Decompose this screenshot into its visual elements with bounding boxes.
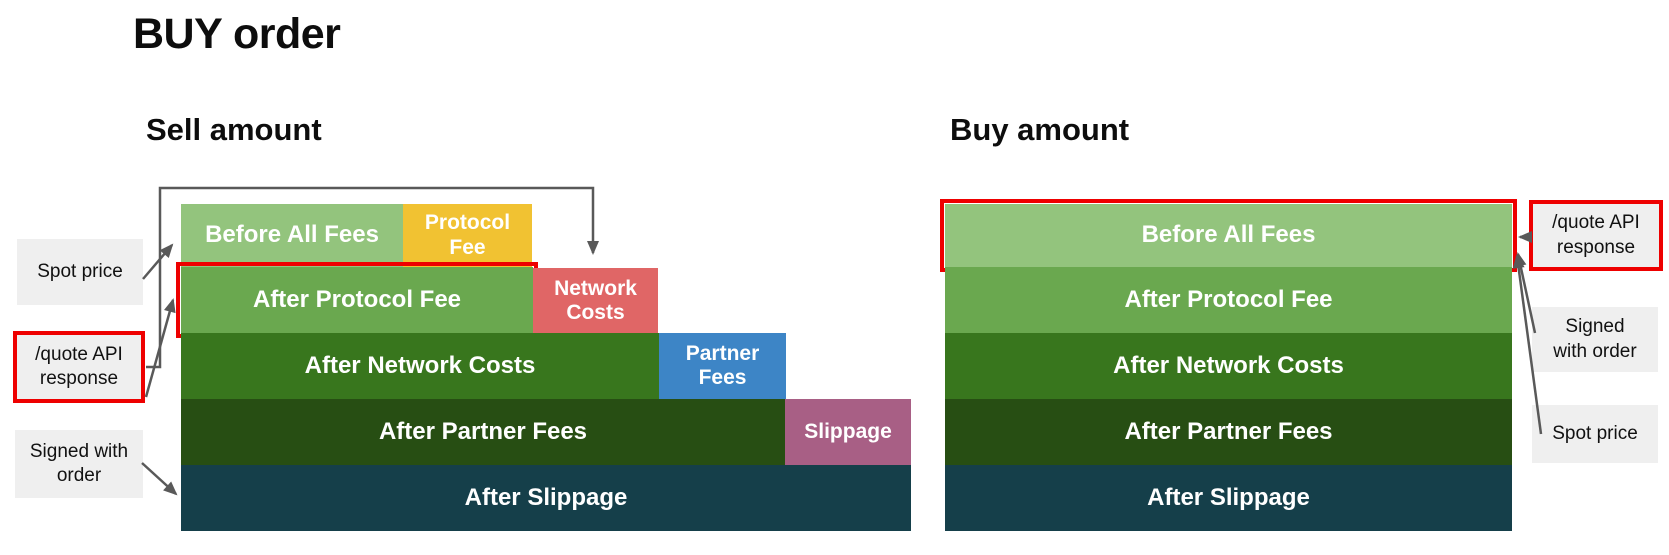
right-bar-after-slippage: After Slippage [945,465,1512,531]
left-bar-after-protocol-fee-label: After Protocol Fee [252,285,462,313]
left-bar-before-all-fees: Before All Fees [181,204,403,267]
left-bar-after-partner-fees: After Partner Fees [181,399,785,465]
right-note-spot-price: Spot price [1532,405,1658,463]
left-note-spot-price: Spot price [17,239,143,305]
left-fee-protocol-fee-label: Protocol Fee [424,211,511,259]
left-bar-after-partner-fees-label: After Partner Fees [378,417,588,445]
right-bar-after-network-costs-label: After Network Costs [1113,351,1344,379]
arrow-left-signed-with-order [141,462,178,496]
right-note-signed-with-order: Signed with order [1532,307,1658,372]
right-bar-after-slippage-label: After Slippage [1147,483,1310,511]
sell-amount-title: Sell amount [146,112,322,147]
page-title: BUY order [133,10,341,58]
arrow-left-spot-price [142,243,174,280]
left-bar-after-slippage-label: After Slippage [464,483,628,511]
left-fee-partner-fees: Partner Fees [659,333,786,399]
left-bar-after-network-costs-label: After Network Costs [304,351,536,379]
left-note-quote-api-response-label: /quote API response [35,343,123,389]
left-fee-partner-fees-label: Partner Fees [685,341,760,389]
left-fee-slippage: Slippage [785,399,911,465]
right-bar-after-protocol-fee-label: After Protocol Fee [1124,285,1333,313]
left-bar-after-slippage: After Slippage [181,465,911,531]
right-bar-after-network-costs: After Network Costs [945,333,1512,399]
arrow-left-quote-to-after-protocol-fee [144,298,176,398]
left-note-signed-with-order: Signed with order [15,430,143,498]
right-bar-after-partner-fees: After Partner Fees [945,399,1512,465]
left-bar-before-all-fees-label: Before All Fees [205,221,379,249]
left-fee-slippage-label: Slippage [804,419,892,443]
right-note-spot-price-label: Spot price [1552,422,1638,444]
left-bar-after-protocol-fee: After Protocol Fee [181,267,533,333]
left-bar-after-network-costs: After Network Costs [181,333,659,399]
left-note-signed-with-order-label: Signed with order [29,440,129,486]
right-note-signed-with-order-label: Signed with order [1553,316,1637,362]
right-bar-before-all-fees-label: Before All Fees [1141,221,1316,249]
right-bar-before-all-fees: Before All Fees [945,204,1512,267]
right-note-quote-api-response-label: /quote API response [1552,212,1640,258]
left-fee-network-costs: Network Costs [533,268,658,334]
left-note-spot-price-label: Spot price [37,260,123,282]
right-bar-after-protocol-fee: After Protocol Fee [945,267,1512,333]
buy-amount-title: Buy amount [950,112,1130,147]
left-note-quote-api-response: /quote API response [13,331,145,403]
right-note-quote-api-response: /quote API response [1529,200,1663,271]
right-bar-after-partner-fees-label: After Partner Fees [1124,417,1333,445]
left-fee-network-costs-label: Network Costs [554,276,637,324]
left-fee-protocol-fee: Protocol Fee [403,204,532,267]
